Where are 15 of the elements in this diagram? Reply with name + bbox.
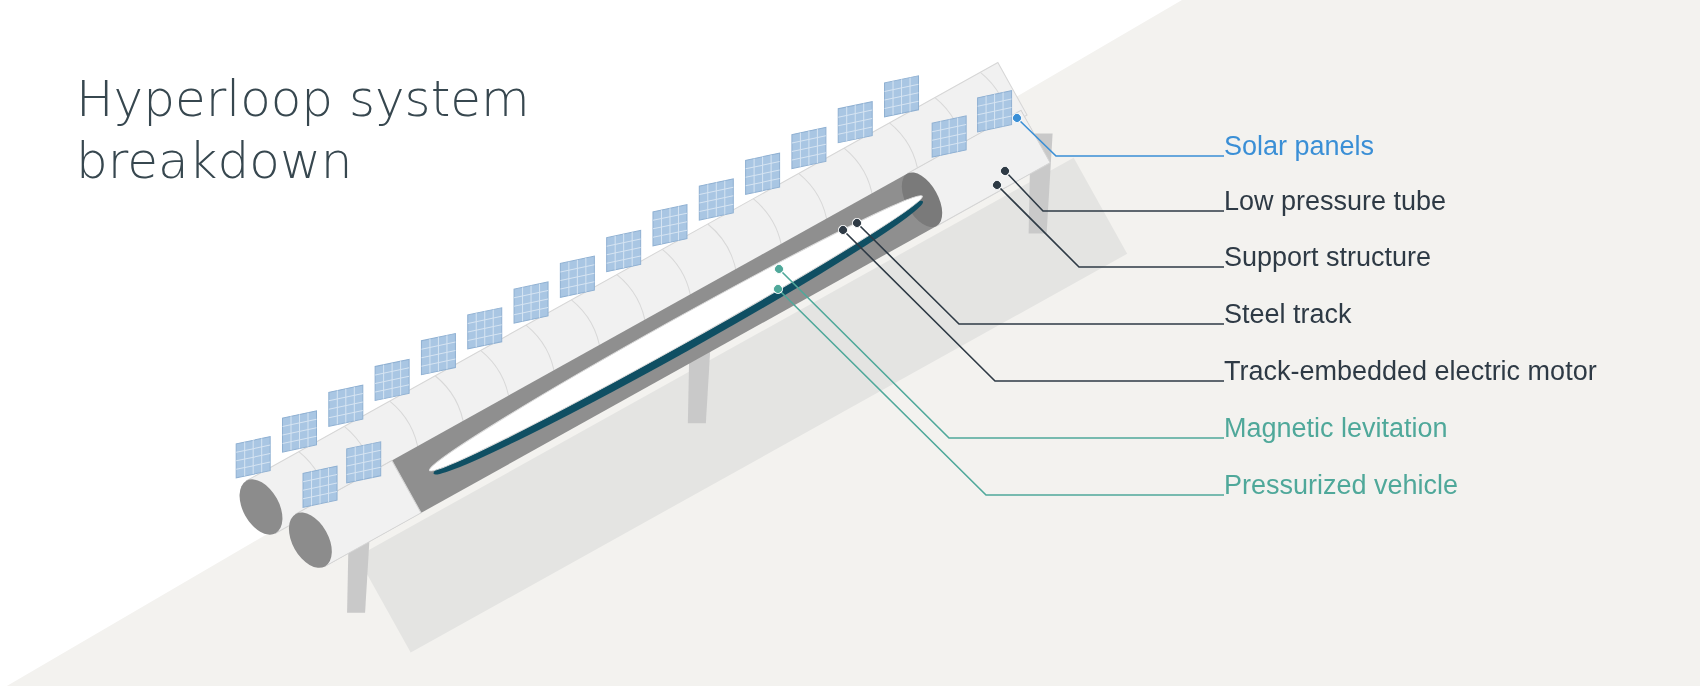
- leader-line: [838, 225, 1225, 382]
- part-label: Track-embedded electric motor: [1224, 355, 1597, 387]
- leader-line: [774, 264, 1225, 439]
- leader-line: [1000, 166, 1225, 212]
- part-label: Pressurized vehicle: [1224, 469, 1459, 501]
- part-label: Solar panels: [1224, 130, 1375, 162]
- leader-line: [852, 218, 1225, 325]
- part-label: Magnetic levitation: [1224, 412, 1448, 444]
- leader-line: [992, 180, 1225, 268]
- leader-line: [773, 284, 1225, 496]
- part-label: Low pressure tube: [1224, 185, 1447, 217]
- leader-line: [1012, 113, 1225, 157]
- title: Hyperloop system breakdown: [76, 69, 531, 192]
- part-label: Steel track: [1224, 298, 1352, 330]
- part-label: Support structure: [1224, 241, 1432, 273]
